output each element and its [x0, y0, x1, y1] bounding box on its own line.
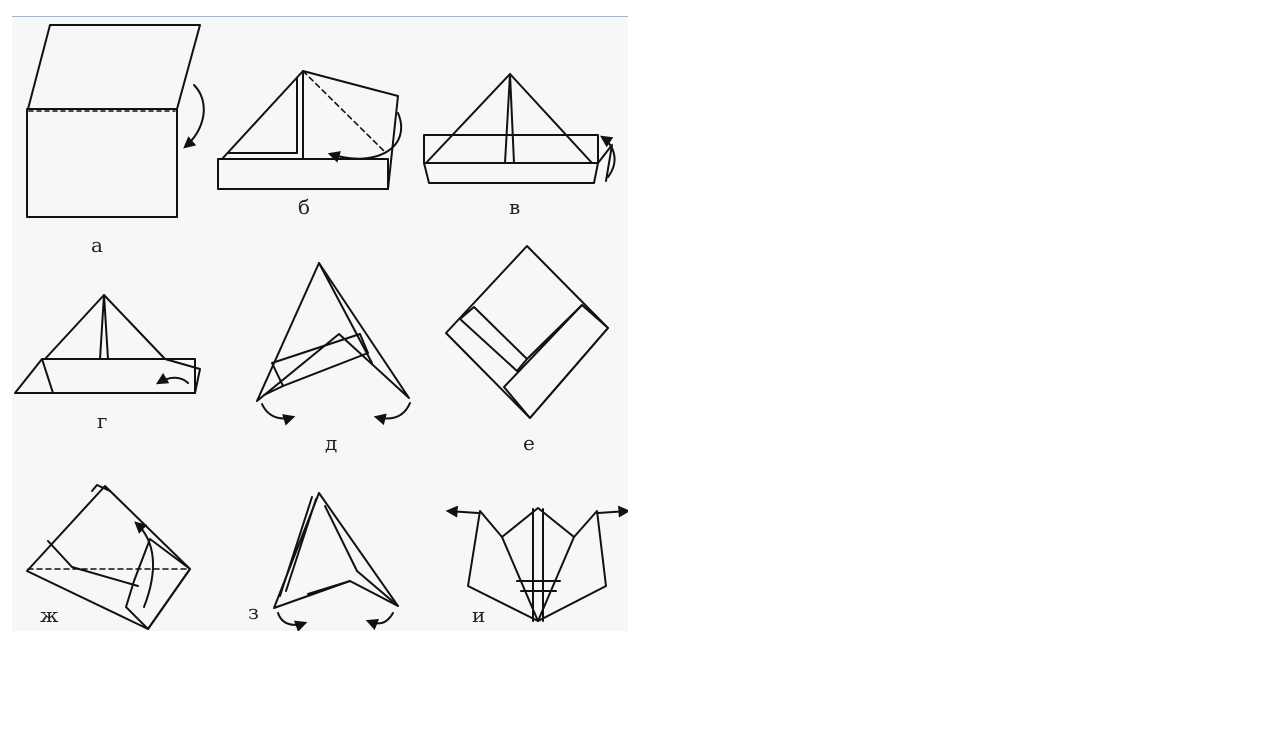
step-e-drawing — [446, 246, 608, 418]
step-a-drawing — [27, 25, 204, 217]
step-label-a: а — [91, 235, 103, 255]
step-label-v: в — [509, 197, 520, 217]
origami-instruction-sheet: а б в г д е ж з и — [12, 16, 628, 631]
step-label-d: д — [325, 433, 337, 453]
step-label-i: и — [472, 605, 485, 625]
step-z-drawing — [274, 493, 398, 625]
step-label-z: з — [248, 602, 259, 622]
step-g-drawing — [15, 295, 200, 393]
step-b-drawing — [218, 71, 401, 189]
step-d-drawing — [257, 263, 410, 418]
origami-fold-diagram — [12, 17, 628, 631]
step-label-zh: ж — [40, 605, 58, 625]
step-label-g: г — [97, 411, 107, 431]
step-v-drawing — [424, 74, 615, 183]
step-label-b: б — [298, 197, 310, 217]
step-label-e: е — [523, 433, 535, 453]
